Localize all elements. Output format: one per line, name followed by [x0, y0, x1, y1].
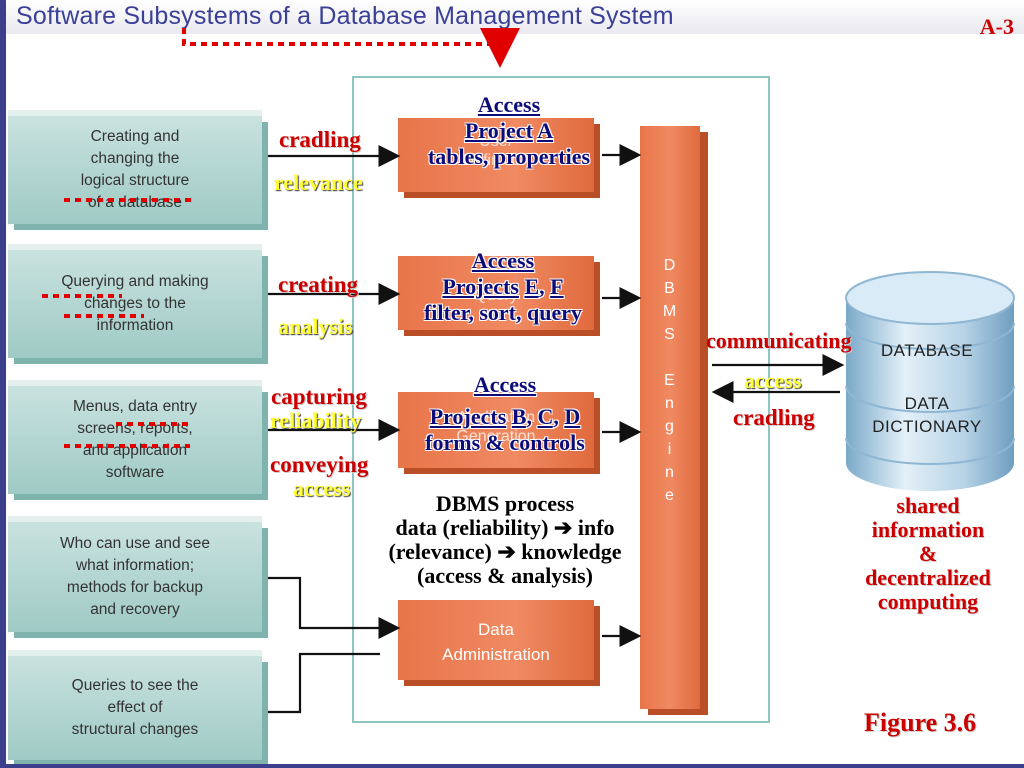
access-note-bcd: Access Projects B, C, D forms & controls — [425, 372, 585, 455]
label-cradling: cradling — [279, 127, 361, 152]
label-relevance: relevance — [274, 170, 363, 195]
label-capturing: capturing — [271, 384, 367, 409]
label-communicating: communicating — [706, 328, 852, 353]
label-creating: creating — [278, 272, 359, 297]
dbms-process-text: DBMS process data (reliability) ➔ info (… — [388, 491, 622, 588]
label-conveying: conveying — [270, 452, 369, 477]
label-analysis: analysis — [278, 314, 353, 339]
subsystem-query: Query — [398, 256, 594, 330]
label-cradling-right: cradling — [733, 405, 815, 430]
access-note-a: Access Project A tables, properties — [427, 92, 591, 169]
label-access: access — [293, 476, 351, 501]
dbms-frame — [352, 76, 770, 723]
slide-id: A-3 — [979, 14, 1014, 39]
left-border-bar — [0, 0, 6, 768]
slide-title: Software Subsystems of a Database Manage… — [16, 2, 674, 30]
label-access-right: access — [744, 368, 802, 393]
bottom-border-bar — [0, 764, 1024, 768]
label-reliability: reliability — [270, 408, 362, 433]
database-cylinder-icon — [845, 271, 1015, 491]
figure-label: Figure 3.6 — [864, 708, 977, 737]
database-label: DATABASE DATA DICTIONARY — [872, 341, 982, 436]
access-note-ef: Access Projects E, F filter, sort, query — [423, 248, 583, 325]
